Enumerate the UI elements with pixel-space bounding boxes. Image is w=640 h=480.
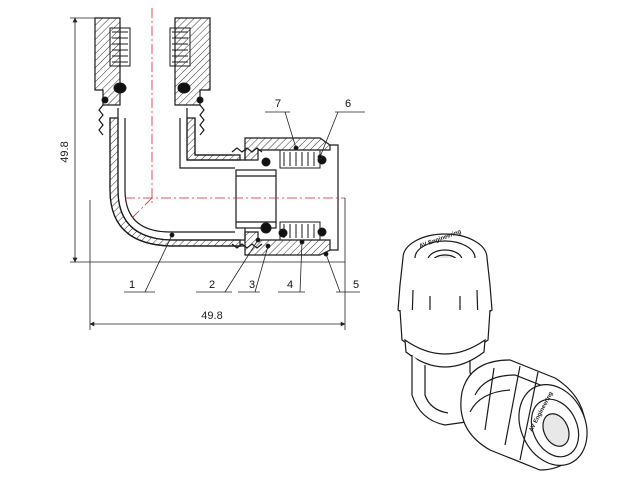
- callout-2: 2: [209, 279, 215, 291]
- elbow-fitting-render: [397, 233, 588, 471]
- height-dimension-label: 49.8: [59, 141, 71, 162]
- dimension-lines: [70, 17, 346, 330]
- callout-1: 1: [129, 279, 135, 291]
- callout-3: 3: [249, 279, 255, 291]
- callout-4: 4: [287, 279, 293, 291]
- callout-5: 5: [353, 279, 359, 291]
- leader-lines: [124, 111, 365, 293]
- width-dimension-label: 49.8: [201, 310, 222, 322]
- centerlines: [125, 8, 345, 219]
- top-nut: [397, 233, 493, 368]
- elbow-body: [109, 108, 246, 247]
- side-nut: [460, 359, 588, 471]
- section-view: [70, 8, 365, 330]
- callout-7: 7: [275, 98, 281, 110]
- horizontal-nut: [231, 137, 339, 256]
- callout-6: 6: [345, 98, 351, 110]
- right-split-ring: [260, 149, 327, 241]
- upper-split-ring: [101, 27, 204, 104]
